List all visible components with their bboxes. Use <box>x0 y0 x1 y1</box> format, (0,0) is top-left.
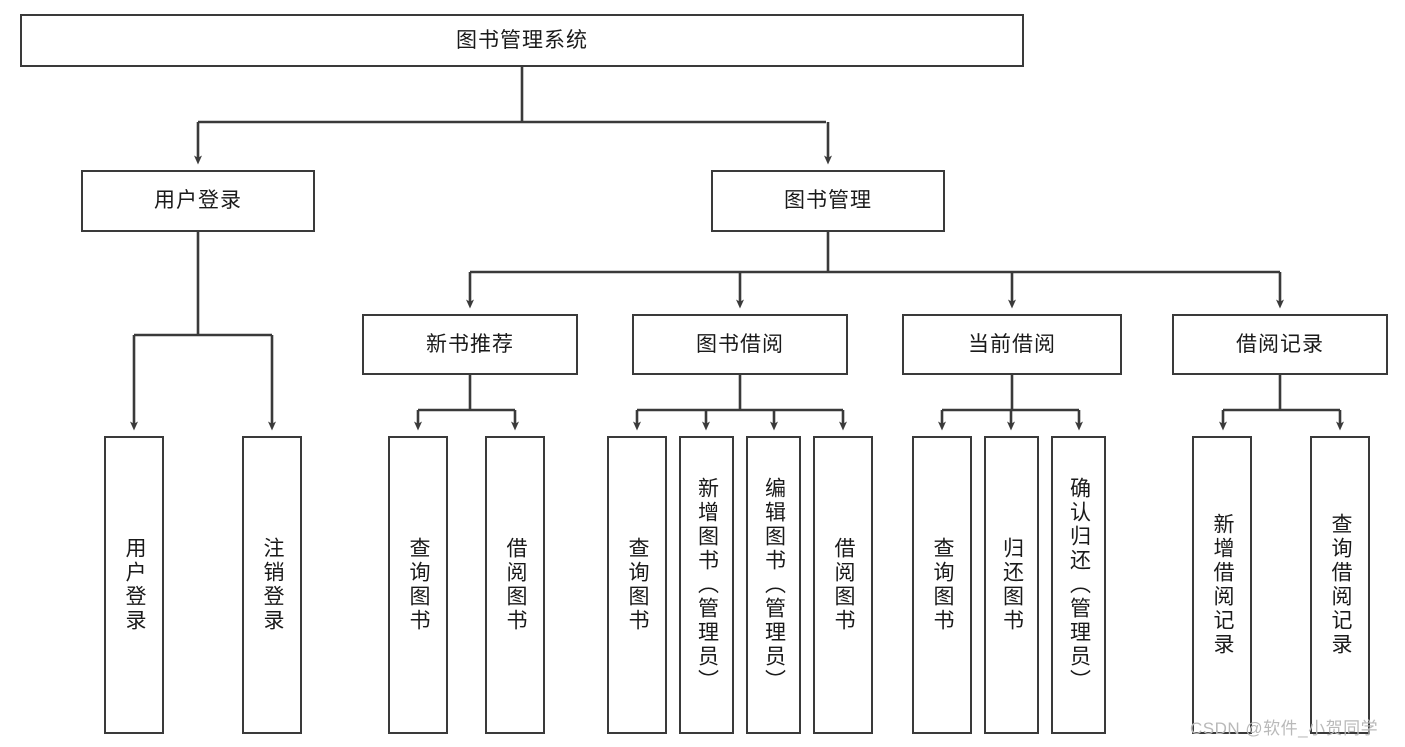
node-book-borrow[interactable]: 图书借阅 <box>632 314 848 375</box>
node-label: 图书管理 <box>784 189 872 213</box>
node-root-system[interactable]: 图书管理系统 <box>20 14 1024 67</box>
leaf-borrow-borrow-book[interactable]: 借阅图书 <box>813 436 873 734</box>
leaf-newbook-query-book[interactable]: 查询图书 <box>388 436 448 734</box>
leaf-borrow-add-book[interactable]: 新增图书（管理员） <box>679 436 734 734</box>
node-book-management[interactable]: 图书管理 <box>711 170 945 232</box>
leaf-current-confirm-return[interactable]: 确认归还（管理员） <box>1051 436 1106 734</box>
node-label: 借阅图书 <box>504 537 528 633</box>
node-label: 图书借阅 <box>696 332 784 356</box>
leaf-borrow-query-book[interactable]: 查询图书 <box>607 436 667 734</box>
node-label: 用户登录 <box>123 537 147 633</box>
node-label: 查询图书 <box>931 537 955 633</box>
leaf-record-add-record[interactable]: 新增借阅记录 <box>1192 436 1252 734</box>
node-label: 新书推荐 <box>426 332 514 356</box>
node-current-borrow[interactable]: 当前借阅 <box>902 314 1122 375</box>
leaf-borrow-edit-book[interactable]: 编辑图书（管理员） <box>746 436 801 734</box>
node-label: 用户登录 <box>154 189 242 213</box>
node-label: 查询借阅记录 <box>1329 513 1353 657</box>
csdn-watermark: CSDN @软件_小贺同学 <box>1190 719 1379 738</box>
node-label: 新增图书（管理员） <box>695 477 719 693</box>
node-borrow-record[interactable]: 借阅记录 <box>1172 314 1388 375</box>
node-label: 注销登录 <box>261 537 285 633</box>
node-label: 确认归还（管理员） <box>1067 477 1091 693</box>
node-label: 借阅图书 <box>832 537 856 633</box>
node-label: 新增借阅记录 <box>1211 513 1235 657</box>
node-label: 借阅记录 <box>1236 332 1324 356</box>
leaf-user-logout[interactable]: 注销登录 <box>242 436 302 734</box>
node-label: 归还图书 <box>1000 537 1024 633</box>
leaf-newbook-borrow-book[interactable]: 借阅图书 <box>485 436 545 734</box>
node-label: 编辑图书（管理员） <box>762 477 786 693</box>
leaf-current-query-book[interactable]: 查询图书 <box>912 436 972 734</box>
node-new-book-recommend[interactable]: 新书推荐 <box>362 314 578 375</box>
leaf-current-return-book[interactable]: 归还图书 <box>984 436 1039 734</box>
node-label: 图书管理系统 <box>456 28 588 52</box>
node-label: 查询图书 <box>626 537 650 633</box>
leaf-user-login[interactable]: 用户登录 <box>104 436 164 734</box>
node-label: 当前借阅 <box>968 332 1056 356</box>
leaf-record-query-record[interactable]: 查询借阅记录 <box>1310 436 1370 734</box>
node-user-login[interactable]: 用户登录 <box>81 170 315 232</box>
node-label: 查询图书 <box>407 537 431 633</box>
